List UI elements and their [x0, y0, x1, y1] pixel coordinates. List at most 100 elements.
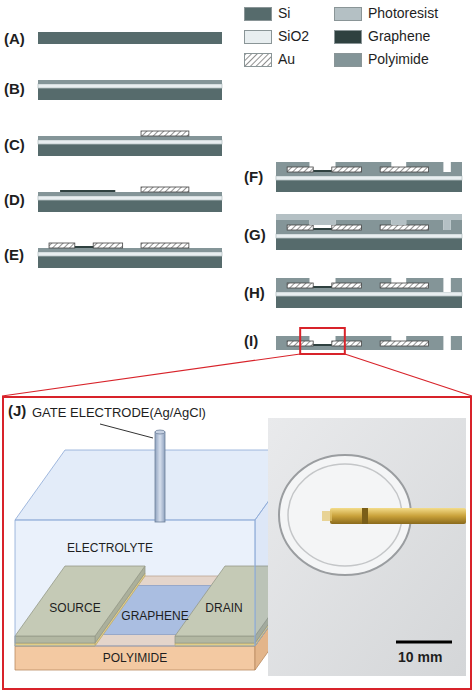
silicon-layer	[38, 88, 222, 100]
device-film	[322, 511, 332, 521]
gold-pad	[93, 243, 122, 248]
polyimide-layer	[38, 80, 222, 84]
layer-label-box: GRAPHENE	[119, 609, 191, 623]
cross-section	[38, 32, 222, 44]
legend-swatch	[244, 30, 272, 44]
layer-label-box: SOURCE	[47, 601, 103, 615]
cross-section	[38, 187, 222, 212]
gold-pad	[141, 187, 189, 192]
legend-swatch	[244, 53, 272, 67]
step-label: (E)	[4, 246, 24, 264]
step-label: (F)	[244, 168, 263, 186]
gold-pad	[332, 167, 362, 172]
rod-band	[362, 508, 368, 524]
silicon-layer	[276, 180, 462, 192]
legend-entry: SiO2	[244, 29, 275, 45]
panel-letter: (J)	[8, 402, 470, 420]
silicon-layer	[276, 296, 462, 308]
polyimide-layer	[451, 220, 462, 230]
gold-pad	[332, 283, 362, 288]
gold-pad	[287, 167, 313, 172]
legend-entry: Au	[244, 52, 261, 68]
gold-pad	[380, 225, 428, 230]
scale-bar	[396, 641, 452, 644]
zoom-line	[345, 354, 472, 396]
gold-pad	[380, 167, 428, 172]
step-label: (C)	[4, 136, 25, 154]
gold-pad	[332, 225, 362, 230]
polyimide-layer	[38, 192, 222, 196]
polyimide-substrate	[15, 646, 255, 670]
polyimide-layer	[451, 278, 462, 288]
photo-ground	[268, 418, 466, 676]
oxide-layer	[276, 176, 462, 180]
gold-pad	[332, 341, 362, 346]
layer-label-box: ELECTROLYTE	[65, 541, 155, 555]
hatch-sample	[245, 54, 271, 66]
etched-gap	[443, 346, 450, 350]
legend-text: Photoresist	[368, 5, 438, 21]
legend-swatch	[244, 7, 272, 21]
legend-swatch	[334, 53, 362, 67]
step-label: (D)	[4, 191, 25, 209]
legend-entry: Polyimide	[334, 52, 395, 68]
layer-label-box: DRAIN	[203, 601, 245, 615]
device-photo	[268, 418, 466, 676]
polyimide-layer	[451, 162, 462, 172]
cross-section	[276, 328, 462, 354]
photoresist-layer	[309, 220, 335, 225]
gold-pad	[380, 341, 428, 346]
layer-name: GRAPHENE	[121, 609, 189, 623]
oxide-layer	[276, 292, 462, 296]
layer-name: POLYIMIDE	[103, 651, 168, 665]
silicon-layer	[38, 144, 222, 156]
gold-pad	[287, 283, 313, 288]
photoresist-layer	[276, 214, 462, 220]
step-label: (B)	[4, 80, 25, 98]
polyimide-layer	[38, 248, 222, 252]
silicon-layer	[38, 32, 222, 44]
legend-text: SiO2	[278, 28, 309, 44]
gold-pad	[141, 243, 189, 248]
cross-section	[276, 214, 462, 250]
layer-name: ELECTROLYTE	[67, 541, 153, 555]
legend-swatch	[334, 30, 362, 44]
silicon-layer	[276, 238, 462, 250]
polyimide-layer	[451, 336, 462, 346]
zoom-line	[2, 354, 300, 396]
step-label: (A)	[4, 30, 25, 48]
legend-entry: Si	[244, 6, 256, 22]
gold-pad	[49, 243, 75, 248]
leader-line	[100, 424, 153, 438]
scale-label: 10 mm	[398, 648, 442, 666]
etched-gap	[443, 288, 450, 292]
legend-text: Graphene	[368, 28, 430, 44]
polyimide-layer	[276, 230, 462, 234]
legend-text: Si	[278, 5, 290, 21]
part-label: GATE ELECTRODE(Ag/AgCl)	[32, 404, 206, 422]
hatch-sample	[245, 54, 271, 66]
zoom-panel: ELECTROLYTE SOURCE GRAPHENE DRAIN POLYIMIDE (…	[2, 396, 472, 690]
silicon-layer	[38, 256, 222, 268]
gate-electrode	[155, 430, 165, 434]
polyimide-layer	[276, 346, 462, 350]
photoresist-layer	[391, 220, 406, 225]
zoom-box	[300, 328, 345, 354]
legend-entry: Graphene	[334, 29, 396, 45]
legend-swatch	[334, 7, 362, 21]
photoresist-layer	[443, 220, 450, 230]
silicon-layer	[38, 200, 222, 212]
gate-electrode	[155, 432, 165, 522]
gold-pad	[141, 131, 189, 136]
cross-section	[38, 243, 222, 268]
cross-section	[276, 162, 462, 192]
step-label: (G)	[244, 226, 266, 244]
layer-name: DRAIN	[205, 601, 243, 615]
polyimide-layer	[276, 172, 462, 176]
polyimide-layer	[276, 288, 462, 292]
gold-pad	[380, 283, 428, 288]
oxide-layer	[38, 196, 222, 200]
